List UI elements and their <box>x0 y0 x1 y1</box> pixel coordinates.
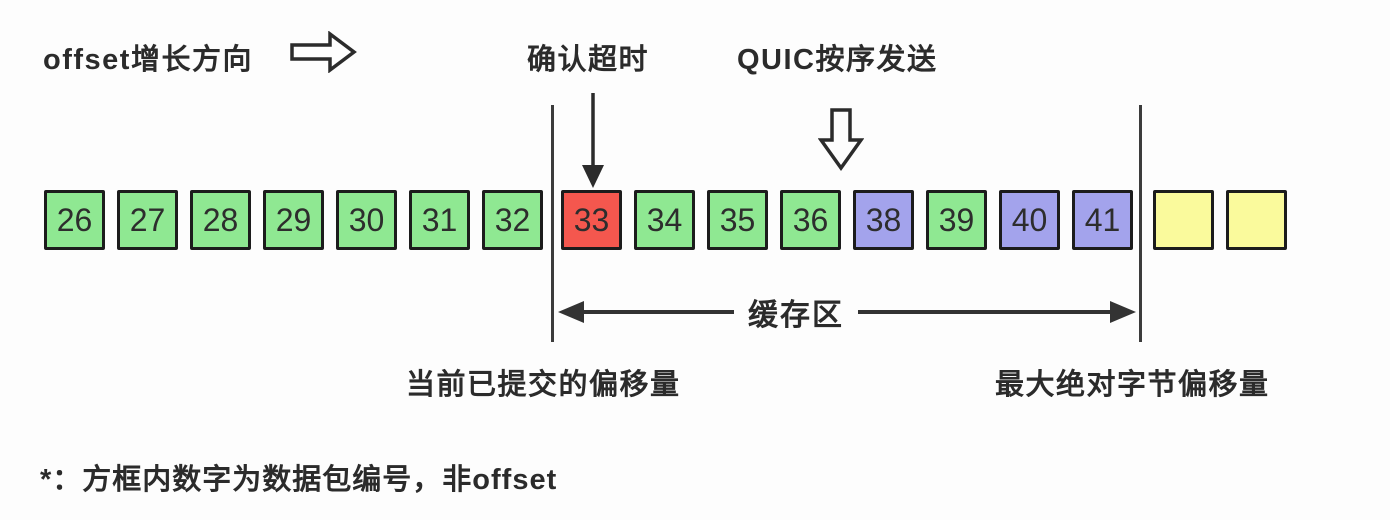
quic-in-order-label: QUIC按序发送 <box>737 44 938 76</box>
committed-offset-line <box>551 105 554 342</box>
packet-box-30: 30 <box>336 190 397 250</box>
buffer-line-right <box>858 310 1110 314</box>
max-byte-offset-label: 最大绝对字节偏移量 <box>995 369 1270 401</box>
packet-box-28: 28 <box>190 190 251 250</box>
packet-box-40: 40 <box>999 190 1060 250</box>
arrow-down-hollow-icon <box>817 108 865 177</box>
packet-box-39: 39 <box>926 190 987 250</box>
ack-timeout-label: 确认超时 <box>527 44 650 76</box>
footnote: *：方框内数字为数据包编号，非offset <box>40 464 558 496</box>
packet-box-32: 32 <box>482 190 543 250</box>
buffer-arrowhead-right-icon <box>1110 301 1136 323</box>
packet-box-34: 34 <box>634 190 695 250</box>
packet-box-31: 31 <box>409 190 470 250</box>
packet-box-29: 29 <box>263 190 324 250</box>
packet-box-27: 27 <box>117 190 178 250</box>
buffer-zone-label: 缓存区 <box>748 299 844 332</box>
buffer-line-left <box>584 310 734 314</box>
offset-direction-label: offset增长方向 <box>43 44 253 76</box>
packet-box-26: 26 <box>44 190 105 250</box>
arrow-right-hollow-icon <box>290 30 358 78</box>
packet-box-33: 33 <box>561 190 622 250</box>
buffer-zone-span: 缓存区 <box>558 295 1136 332</box>
packet-box-38: 38 <box>853 190 914 250</box>
packet-box-empty <box>1226 190 1287 250</box>
packet-box-36: 36 <box>780 190 841 250</box>
committed-offset-label: 当前已提交的偏移量 <box>406 369 681 401</box>
packet-box-empty <box>1153 190 1214 250</box>
max-offset-line <box>1139 105 1142 342</box>
buffer-arrowhead-left-icon <box>558 301 584 323</box>
packet-box-41: 41 <box>1072 190 1133 250</box>
packet-box-35: 35 <box>707 190 768 250</box>
arrow-down-solid-icon <box>580 93 606 194</box>
